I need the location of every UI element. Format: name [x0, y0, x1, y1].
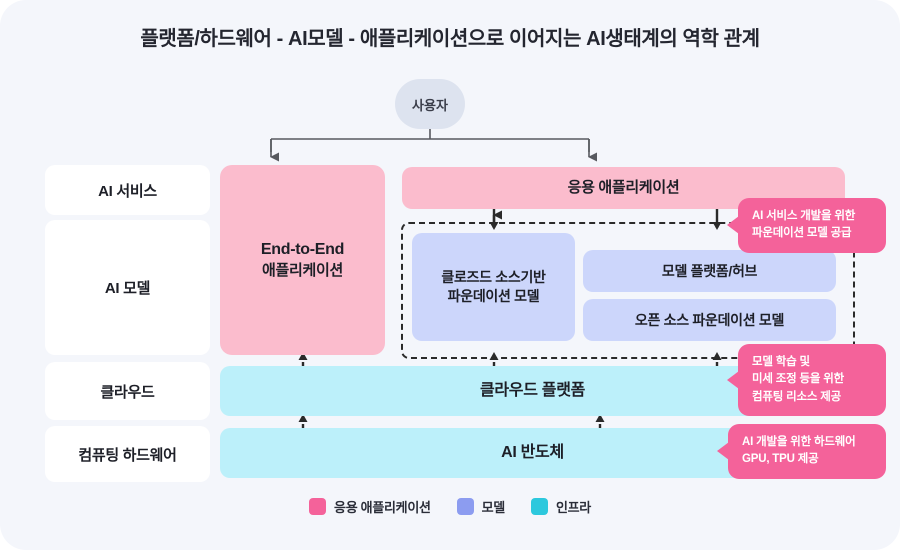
box-open-source-foundation-model: 오픈 소스 파운데이션 모델 — [583, 299, 836, 341]
row-label-text: AI 서비스 — [98, 182, 157, 200]
row-label-text: 클라우드 — [100, 383, 155, 401]
legend-label: 모델 — [481, 500, 506, 515]
callout-line2: 미세 조정 등을 위한 — [752, 373, 845, 386]
box-end-to-end-application: End-to-End 애플리케이션 — [220, 165, 385, 355]
box-label: 응용 애플리케이션 — [567, 178, 680, 196]
callout-hardware-gpu-tpu: AI 개발을 위한 하드웨어 GPU, TPU 제공 — [717, 424, 886, 479]
callout-line2: 파운데이션 모델 공급 — [752, 227, 852, 240]
legend: 응용 애플리케이션 모델 인프라 — [0, 497, 900, 516]
row-label-text: AI 모델 — [104, 280, 151, 297]
callout-tail-icon — [727, 216, 739, 235]
box-label: AI 반도체 — [501, 444, 564, 462]
legend-label: 응용 애플리케이션 — [334, 500, 431, 515]
box-model-platform-hub: 모델 플랫폼/허브 — [583, 250, 836, 292]
box-label-line1: End-to-End — [260, 241, 345, 259]
box-label: 클라우드 플랫폼 — [479, 382, 586, 400]
box-label-line2: 애플리케이션 — [261, 261, 343, 279]
model-layer-dashed-group — [401, 222, 855, 359]
callout-tail-icon — [727, 370, 739, 389]
user-node-label: 사용자 — [412, 97, 448, 113]
callout-foundation-model-supply: AI 서비스 개발을 위한 파운데이션 모델 공급 — [727, 198, 886, 253]
callout-line3: 컴퓨팅 리소스 제공 — [752, 390, 842, 403]
legend-label: 인프라 — [555, 500, 591, 515]
legend-swatch-icon — [309, 498, 327, 515]
page-title: 플랫폼/하드웨어 - AI모델 - 애플리케이션으로 이어지는 AI생태계의 역… — [140, 28, 760, 50]
legend-item-infra: 인프라 — [530, 497, 591, 516]
box-label: 모델 플랫폼/허브 — [661, 262, 758, 279]
box-label-line2: 파운데이션 모델 — [447, 288, 540, 304]
callout-tail-icon — [717, 442, 729, 461]
row-label-text: 컴퓨팅 하드웨어 — [78, 446, 177, 464]
legend-item-model: 모델 — [456, 497, 506, 516]
legend-swatch-icon — [530, 498, 548, 515]
row-label-computing-hardware: 컴퓨팅 하드웨어 — [45, 426, 210, 482]
callout-line1: AI 서비스 개발을 위한 — [752, 210, 856, 222]
legend-swatch-icon — [456, 498, 474, 515]
row-label-cloud: 클라우드 — [45, 362, 210, 420]
callout-computing-resource: 모델 학습 및 미세 조정 등을 위한 컴퓨팅 리소스 제공 — [727, 344, 886, 416]
callout-line1: AI 개발을 위한 하드웨어 — [742, 436, 856, 448]
user-node: 사용자 — [395, 79, 465, 129]
callout-line2: GPU, TPU 제공 — [742, 453, 819, 466]
callout-line1: 모델 학습 및 — [752, 356, 810, 368]
box-closed-source-foundation-model: 클로즈드 소스기반 파운데이션 모델 — [412, 233, 575, 341]
user-fanout-connector — [270, 129, 597, 162]
box-label: 오픈 소스 파운데이션 모델 — [634, 311, 785, 328]
row-label-ai-model: AI 모델 — [45, 220, 210, 355]
legend-item-application: 응용 애플리케이션 — [309, 497, 431, 516]
box-label-line1: 클로즈드 소스기반 — [441, 269, 546, 286]
row-label-ai-service: AI 서비스 — [45, 165, 210, 215]
